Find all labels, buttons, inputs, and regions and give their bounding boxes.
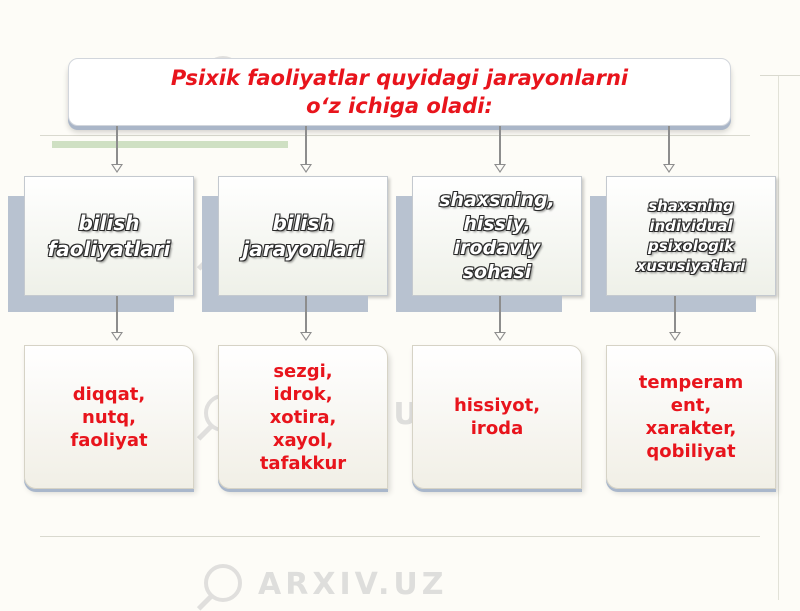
connector-title-3 — [499, 126, 501, 164]
category-label: shaxsning, hissiy, irodaviy sohasi — [439, 189, 555, 283]
connector-category-2 — [305, 296, 307, 332]
category-box-1: bilish faoliyatlari — [24, 176, 194, 296]
category-label: bilish jarayonlari — [242, 211, 364, 261]
connector-title-4 — [668, 126, 670, 164]
items-text: hissiyot, iroda — [453, 395, 541, 439]
category-box-2: bilish jarayonlari — [218, 176, 388, 296]
items-text: diqqat, nutq, faoliyat — [70, 383, 148, 451]
items-box-4: temperam ent, xarakter, qobiliyat — [606, 345, 776, 489]
connector-title-2 — [305, 126, 307, 164]
arrow-down-icon — [300, 332, 312, 341]
items-text: temperam ent, xarakter, qobiliyat — [638, 372, 744, 462]
arrow-down-icon — [494, 332, 506, 341]
background-rule — [40, 135, 750, 136]
items-box-2: sezgi, idrok, xotira, xayol, tafakkur — [218, 345, 388, 489]
items-box-3: hissiyot, iroda — [412, 345, 582, 489]
arrow-down-icon — [111, 332, 123, 341]
category-box-4: shaxsning individual psixologik xususiya… — [606, 176, 776, 296]
watermark: ARXIV.UZ — [200, 560, 447, 608]
title-line-1: Psixik faoliyatlar quyidagi jarayonlarni — [170, 66, 629, 90]
arrow-down-icon — [111, 164, 123, 173]
category-label: shaxsning individual psixologik xususiya… — [636, 197, 746, 275]
category-box-3: shaxsning, hissiy, irodaviy sohasi — [412, 176, 582, 296]
background-band — [52, 141, 288, 148]
connector-category-3 — [499, 296, 501, 332]
arrow-down-icon — [669, 332, 681, 341]
arrow-down-icon — [494, 164, 506, 173]
connector-category-4 — [674, 296, 676, 332]
arrow-down-icon — [663, 164, 675, 173]
title-line-2: o‘z ichiga oladi: — [306, 94, 493, 118]
category-label: bilish faoliyatlari — [47, 211, 171, 261]
title-box: Psixik faoliyatlar quyidagi jarayonlarni… — [68, 58, 731, 126]
items-box-1: diqqat, nutq, faoliyat — [24, 345, 194, 489]
background-rule — [760, 75, 800, 76]
magnifier-icon — [200, 560, 248, 608]
connector-category-1 — [116, 296, 118, 332]
arrow-down-icon — [300, 164, 312, 173]
items-text: sezgi, idrok, xotira, xayol, tafakkur — [259, 360, 347, 474]
background-rule — [778, 75, 779, 600]
connector-title-1 — [116, 126, 118, 164]
background-rule — [40, 536, 760, 537]
